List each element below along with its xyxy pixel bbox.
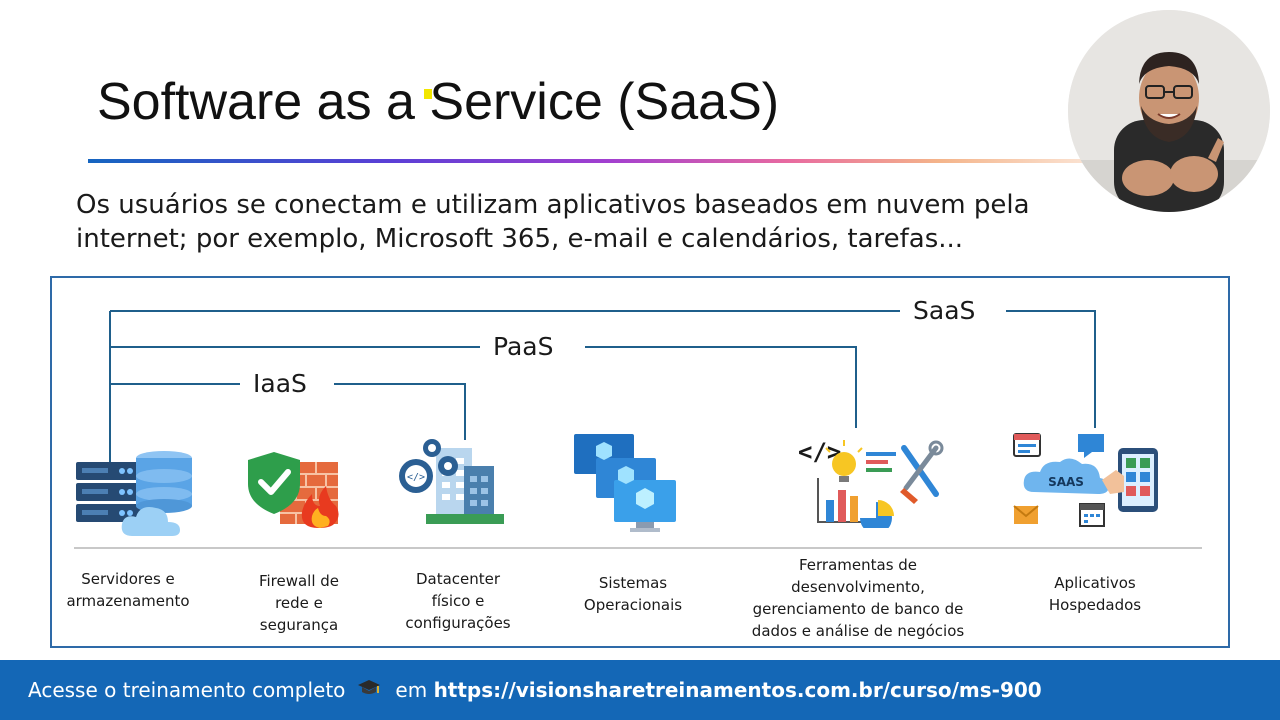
presenter-webcam: [1068, 10, 1270, 212]
dev-tools-analytics-icon: </>: [798, 438, 944, 528]
layer-label-saas: SaaS: [903, 296, 986, 325]
caption-line: Datacenter: [415, 570, 501, 588]
layer-label-paas: PaaS: [483, 332, 564, 361]
layer-bracket-lines: [109, 310, 1096, 462]
bracket-paas: [110, 346, 857, 428]
caption-dev-tools: Ferramentas de desenvolvimento, gerenciame…: [730, 554, 986, 642]
caption-line: físico e: [431, 592, 485, 610]
saas-cloud-text: SAAS: [1048, 475, 1084, 489]
graduation-cap-icon: [357, 678, 381, 703]
bracket-iaas: [110, 383, 466, 440]
layer-label-iaas: IaaS: [243, 369, 317, 398]
banner-prefix: Acesse o treinamento completo: [28, 678, 346, 702]
banner-middle: em: [395, 678, 428, 702]
caption-line: configurações: [405, 614, 511, 632]
code-glyph: </>: [407, 472, 425, 483]
caption-servers: Servidores e armazenamento: [52, 568, 204, 612]
course-link[interactable]: https://visionsharetreinamentos.com.br/c…: [433, 678, 1042, 702]
caption-datacenter: Datacenter físico e configurações: [390, 568, 526, 634]
caption-line: Hospedados: [1048, 596, 1142, 614]
caption-line: desenvolvimento,: [791, 578, 925, 596]
datacenter-gears-icon: </>: [399, 439, 504, 524]
title-underline: [88, 159, 1088, 163]
presenter-avatar: [1068, 10, 1270, 212]
caption-line: Aplicativos: [1054, 574, 1136, 592]
caption-line: Operacionais: [583, 596, 683, 614]
caption-line: Firewall de: [258, 572, 340, 590]
course-banner: Acesse o treinamento completo em https:/…: [0, 660, 1280, 720]
saas-apps-icon: SAAS: [1013, 433, 1158, 527]
component-baseline: [74, 547, 1202, 549]
pointer-highlight: [424, 89, 432, 99]
slide-subtitle: Os usuários se conectam e utilizam aplic…: [76, 190, 1030, 254]
caption-line: dados e análise de negócios: [751, 622, 965, 640]
slide-title: Software as a Service (SaaS): [97, 73, 780, 131]
slide: Software as a Service (SaaS) Os usuários…: [50, 10, 1270, 648]
caption-line: segurança: [259, 616, 339, 634]
caption-firewall: Firewall de rede e segurança: [236, 570, 362, 636]
caption-line: Ferramentas de: [798, 556, 918, 574]
caption-line: Sistemas: [598, 574, 668, 592]
server-storage-cloud-icon: [76, 451, 192, 536]
bracket-saas: [110, 310, 1096, 428]
caption-line: gerenciamento de banco de: [752, 600, 964, 618]
caption-line: Servidores e: [81, 570, 175, 588]
caption-line: armazenamento: [66, 592, 190, 610]
caption-line: rede e: [275, 594, 323, 612]
virtual-machines-icon: [574, 434, 676, 532]
firewall-shield-icon: [248, 452, 339, 528]
